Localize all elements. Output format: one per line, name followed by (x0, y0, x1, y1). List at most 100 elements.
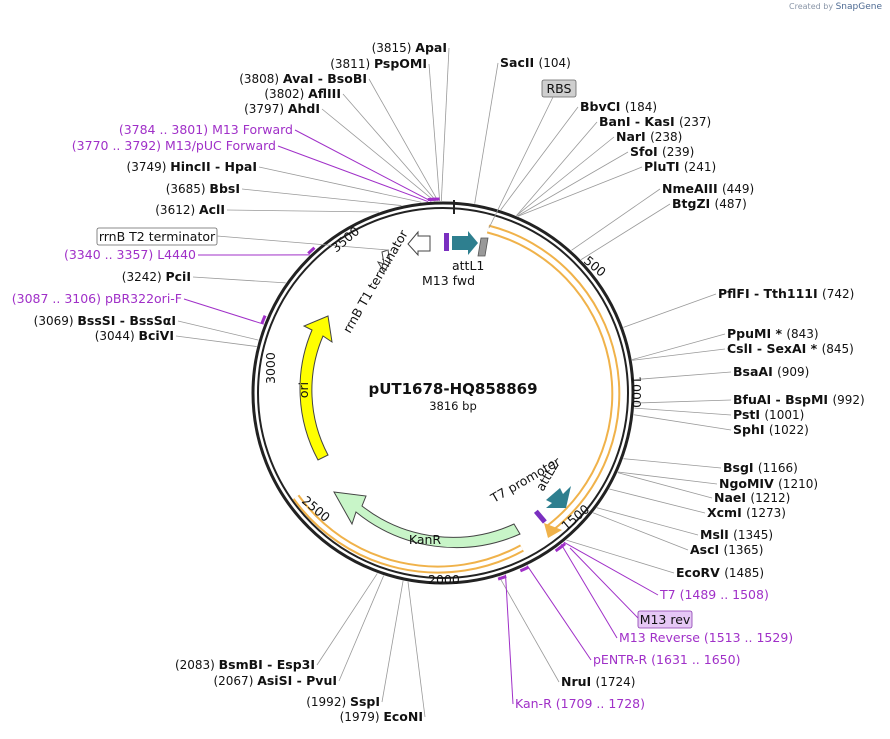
site-label-asci: AscI (1365) (690, 542, 763, 557)
site-name: PspOMI (374, 56, 427, 71)
site-label-sacii: SacII (104) (500, 55, 571, 70)
site-pos: (1210) (778, 477, 818, 491)
site-label-pluti: PluTI (241) (644, 159, 716, 174)
rrnb-t2-arrow (376, 249, 391, 273)
rbs-mark (477, 237, 489, 257)
site-label-pbr322ori-f: (3087 .. 3106) pBR322ori-F (12, 291, 182, 306)
site-pos: (1709 .. 1728) (556, 696, 645, 711)
site-name: SfoI (630, 144, 662, 159)
site-name: BanI - KasI (599, 114, 679, 129)
site-pos: (3802) (264, 87, 308, 101)
site-label-t7: T7 (1489 .. 1508) (659, 587, 769, 602)
site-pos: (1365) (724, 543, 764, 557)
left-label-group: (3815) ApaI(3811) PspOMI(3808) AvaI - Bs… (12, 40, 450, 724)
site-pos: (449) (722, 182, 754, 196)
site-pos: (3811) (330, 57, 374, 71)
site-label-pflfi-tth111i: PflFI - Tth111I (742) (718, 286, 854, 301)
site-label-sphi: SphI (1022) (733, 422, 809, 437)
primer-mark (497, 575, 507, 581)
site-pos: (1022) (769, 423, 809, 437)
site-name: BbsI (209, 181, 240, 196)
site-pos: (992) (832, 393, 864, 407)
site-name: BsgI (723, 460, 758, 475)
site-label-pspomi: (3811) PspOMI (330, 56, 427, 71)
site-name: NgoMIV (719, 476, 778, 491)
site-label-bbsi: (3685) BbsI (166, 181, 240, 196)
leader-sacii (474, 62, 499, 204)
leader-pentr-r (526, 565, 592, 661)
attl1-arrow (452, 231, 478, 255)
site-name: M13 Reverse (619, 630, 704, 645)
site-pos: (3069) (34, 314, 78, 328)
site-name: AclI (199, 202, 225, 217)
leader-pbr322ori-f (183, 298, 264, 325)
site-label-pcii: (3242) PciI (122, 269, 191, 284)
ori-feature (299, 315, 333, 461)
m13rev-box (637, 610, 693, 629)
leader-pcii (192, 276, 286, 284)
leader-bani-kasi (516, 121, 598, 216)
site-label-naei: NaeI (1212) (714, 490, 790, 505)
site-name: pBR322ori-F (105, 291, 182, 306)
leader-bsssi-bsss-i (177, 320, 259, 341)
leader-ngomiv (617, 471, 718, 485)
site-name: ApaI (415, 40, 447, 55)
primer-mark (307, 246, 316, 255)
plasmid-name: pUT1678-HQ858869 (368, 380, 537, 398)
rbs-box (541, 79, 577, 98)
leader-bsmbi-esp3i (316, 573, 378, 666)
site-name: BciVI (138, 328, 174, 343)
site-label-nari: NarI (238) (616, 129, 682, 144)
attl1-label: attL1 (452, 258, 484, 273)
site-name: L4440 (157, 247, 196, 262)
site-pos: (1001) (764, 408, 804, 422)
site-pos: (1724) (596, 675, 636, 689)
site-label-kan-r: Kan-R (1709 .. 1728) (515, 696, 645, 711)
kanr-feature (333, 491, 521, 549)
site-label-bsmbi-esp3i: (2083) BsmBI - Esp3I (175, 657, 315, 672)
site-name: NmeAIII (662, 181, 722, 196)
site-label-afliii: (3802) AflIII (264, 86, 341, 101)
rrnb-t2-label: rrnB T2 terminator (99, 229, 216, 244)
site-name: PciI (165, 269, 191, 284)
backbone-outer (251, 201, 635, 585)
site-name: M13/pUC Forward (165, 138, 276, 153)
m13fwd-mark (444, 233, 449, 251)
site-pos: (845) (822, 342, 854, 356)
leader-t7 (563, 541, 659, 596)
leader-psti (634, 407, 732, 416)
leader-acli (226, 209, 379, 213)
site-pos: (238) (650, 130, 682, 144)
site-label-bsgi: BsgI (1166) (723, 460, 798, 475)
leader-avai-bsobi (368, 78, 439, 202)
site-pos: (104) (539, 56, 571, 70)
leader-bbvci (500, 106, 579, 211)
leader-bbsi (241, 188, 402, 206)
leader-asisi-pvui (338, 575, 385, 682)
brand-prefix: Created by (789, 2, 834, 11)
site-label-l4440: (3340 .. 3357) L4440 (64, 247, 196, 262)
site-name: BbvCI (580, 99, 625, 114)
leader-ahdi (321, 108, 435, 202)
leader-afliii (342, 93, 437, 202)
leader-pluti (517, 166, 643, 217)
leader-bsaai (634, 371, 732, 381)
leader-btgzi (580, 203, 671, 260)
leader-bcivi (175, 335, 257, 347)
site-name: BsmBI - Esp3I (219, 657, 315, 672)
site-name: SspI (350, 694, 380, 709)
site-label-btgzi: BtgZI (487) (672, 196, 747, 211)
site-pos: (1485) (724, 566, 764, 580)
site-label-bcivi: (3044) BciVI (95, 328, 174, 343)
site-name: T7 (659, 587, 680, 602)
site-pos: (1166) (758, 461, 798, 475)
site-pos: (843) (786, 327, 818, 341)
m13rev-label: M13 rev (640, 612, 691, 627)
site-pos: (241) (684, 160, 716, 174)
m13fwd-label: M13 fwd (422, 273, 475, 288)
right-label-group: SacII (104)BbvCI (184)BanI - KasI (237)N… (260, 55, 865, 711)
site-pos: (3340 .. 3357) (64, 247, 157, 262)
site-name: AvaI - BsoBI (283, 71, 367, 86)
site-label-bbvci: BbvCI (184) (580, 99, 657, 114)
